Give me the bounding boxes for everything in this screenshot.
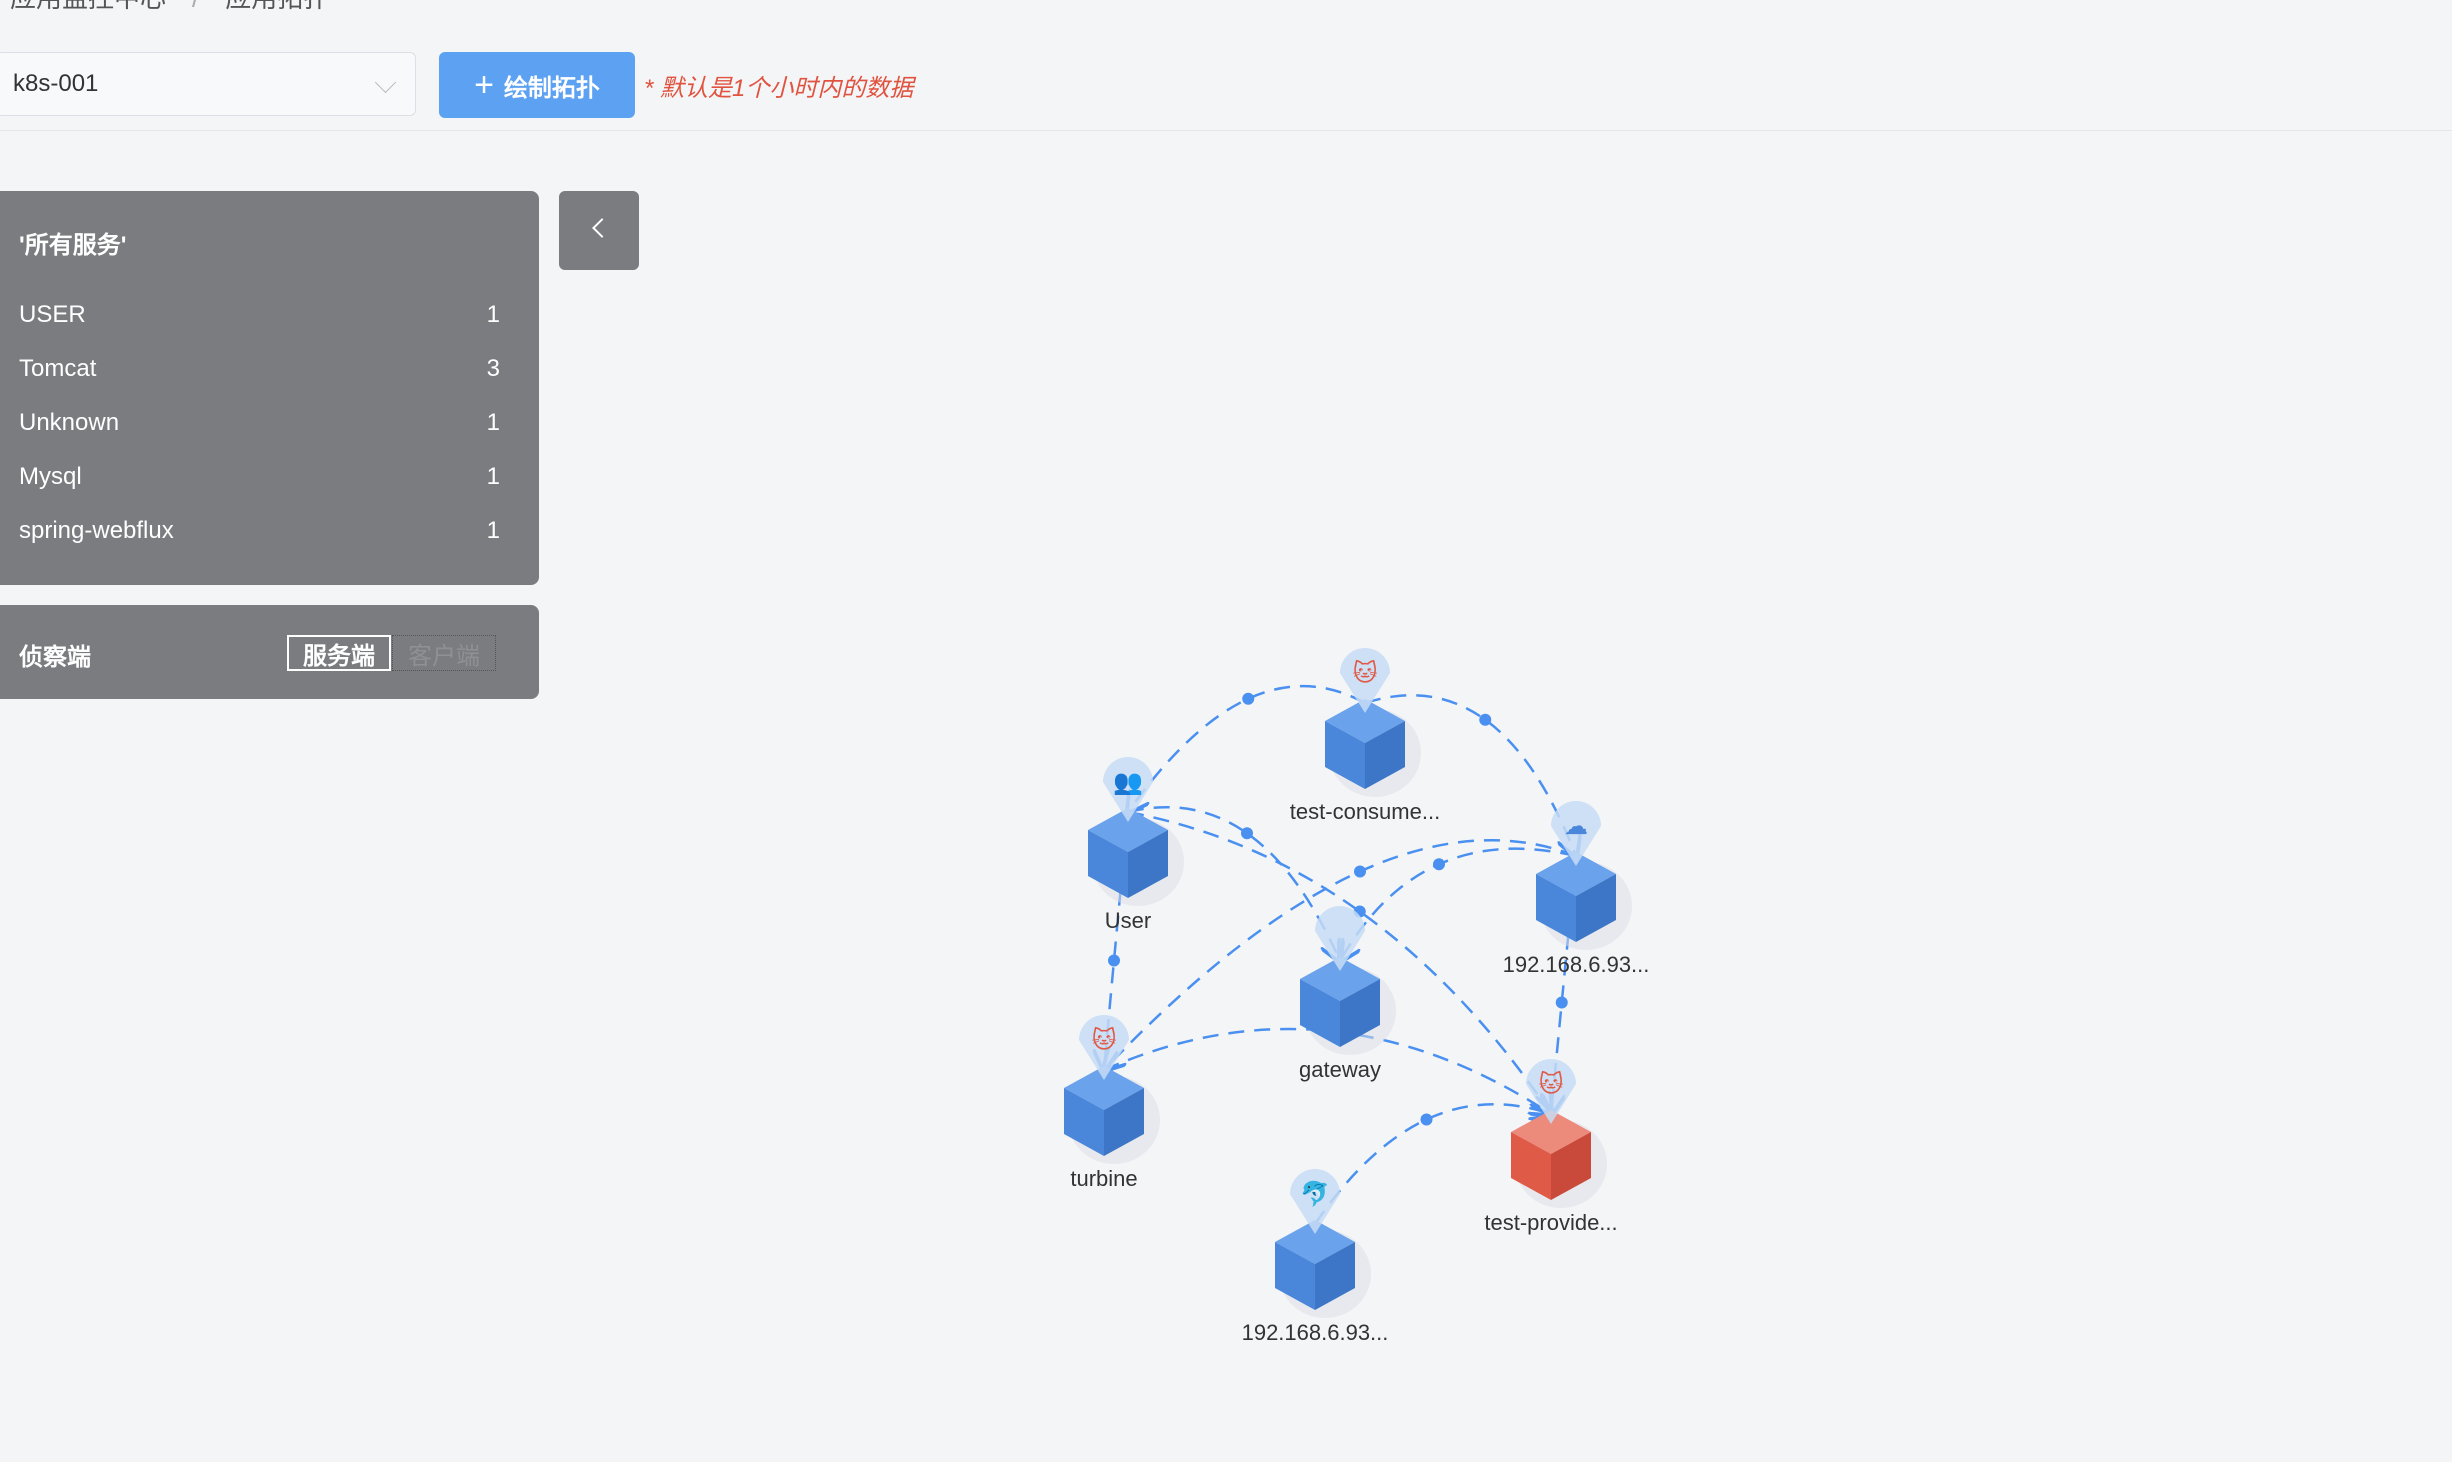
toggle-server[interactable]: 服务端: [287, 635, 391, 671]
cube-left: [1325, 721, 1365, 789]
cloud-icon: ☁: [1564, 813, 1588, 840]
breadcrumb-item-current: 应用拓扑: [225, 0, 329, 13]
users-icon: 👥: [1113, 769, 1143, 796]
service-count: 3: [486, 355, 500, 382]
node-label: 192.168.6.93...: [1242, 1320, 1389, 1345]
tomcat-icon: 🐱: [1091, 1026, 1116, 1054]
service-count: 1: [486, 301, 500, 328]
node-label: 192.168.6.93...: [1503, 952, 1650, 977]
node-user[interactable]: 👥 User: [1088, 757, 1184, 933]
service-row[interactable]: spring-webflux 1: [19, 511, 500, 551]
probe-panel: 侦察端 服务端 客户端: [0, 605, 539, 699]
draw-topology-button[interactable]: + 绘制拓扑: [439, 52, 635, 118]
breadcrumb-item[interactable]: 应用监控中心: [10, 0, 166, 13]
node-ip2[interactable]: 🐬 192.168.6.93...: [1242, 1169, 1389, 1345]
node-pin: [1290, 1169, 1340, 1234]
cube-right: [1128, 830, 1168, 898]
service-row[interactable]: USER 1: [19, 295, 500, 335]
edge-consumer-user[interactable]: [1128, 684, 1366, 812]
service-count: 1: [486, 463, 500, 490]
edge-midpoint: [1241, 827, 1253, 840]
service-name: spring-webflux: [19, 517, 174, 544]
node-pin: [1315, 906, 1365, 971]
node-pin: [1340, 648, 1390, 713]
edge-midpoint: [1555, 996, 1568, 1009]
cube-right: [1365, 721, 1405, 789]
cube-left: [1275, 1242, 1315, 1310]
cube-right: [1576, 874, 1616, 942]
node-label: test-provide...: [1484, 1210, 1617, 1235]
cube-right: [1104, 1088, 1144, 1156]
cube-right: [1551, 1132, 1591, 1200]
data-range-note: * 默认是1个小时内的数据: [644, 75, 914, 102]
service-name: Tomcat: [19, 355, 97, 382]
edge-turbine-provider[interactable]: [1103, 1027, 1551, 1114]
node-label: User: [1105, 908, 1151, 933]
node-pin: [1103, 757, 1153, 822]
cube-left: [1300, 979, 1340, 1047]
mysql-icon: 🐬: [1300, 1179, 1330, 1208]
collapse-panel-button[interactable]: [559, 191, 639, 270]
edge-midpoint: [1242, 692, 1255, 705]
service-row[interactable]: Tomcat 3: [19, 349, 500, 389]
cube-left: [1064, 1088, 1104, 1156]
node-pin: [1526, 1059, 1576, 1124]
edge-user-gateway[interactable]: [1127, 806, 1340, 961]
service-count: 1: [486, 517, 500, 544]
edge-midpoint: [1354, 865, 1366, 878]
node-gateway[interactable]: gateway: [1299, 906, 1396, 1082]
node-consumer[interactable]: 🐱 test-consume...: [1290, 648, 1440, 824]
divider: [0, 130, 2452, 131]
service-row[interactable]: Unknown 1: [19, 403, 500, 443]
node-provider[interactable]: 🐱 test-provide...: [1484, 1059, 1618, 1235]
node-label: turbine: [1070, 1166, 1137, 1191]
node-label: gateway: [1299, 1057, 1381, 1082]
service-count: 1: [486, 409, 500, 436]
tomcat-icon: 🐱: [1538, 1070, 1563, 1098]
cube-left: [1511, 1132, 1551, 1200]
node-pin: [1079, 1015, 1129, 1080]
node-turbine[interactable]: 🐱 turbine: [1064, 1015, 1160, 1191]
edge-midpoint: [1479, 713, 1492, 726]
service-name: Unknown: [19, 409, 120, 436]
service-name: USER: [19, 301, 86, 328]
node-pin: [1551, 801, 1601, 866]
cube-left: [1088, 830, 1128, 898]
edge-ip2-provider[interactable]: [1313, 1104, 1551, 1225]
edge-consumer-ip1[interactable]: [1364, 694, 1576, 856]
services-panel-title: '所有服务': [19, 232, 127, 259]
toggle-client[interactable]: 客户端: [392, 635, 496, 671]
cube-right: [1340, 979, 1380, 1047]
edge-user-provider[interactable]: [1127, 810, 1551, 1114]
tomcat-icon: 🐱: [1352, 659, 1377, 687]
breadcrumb-separator: /: [192, 0, 199, 13]
service-name: Mysql: [19, 463, 82, 490]
node-label: test-consume...: [1290, 799, 1440, 824]
edge-midpoint: [1108, 954, 1120, 967]
cube-left: [1536, 874, 1576, 942]
cluster-select-value: k8s-001: [13, 70, 99, 97]
draw-topology-label: 绘制拓扑: [503, 74, 600, 102]
node-ip1[interactable]: ☁ 192.168.6.93...: [1503, 801, 1650, 977]
service-row[interactable]: Mysql 1: [19, 457, 500, 497]
cluster-select[interactable]: k8s-001: [0, 52, 416, 116]
breadcrumb: 应用监控中心 / 应用拓扑: [10, 0, 329, 15]
plus-icon: +: [474, 66, 494, 104]
edge-midpoint: [1420, 1113, 1433, 1126]
edge-midpoint: [1433, 858, 1445, 871]
cube-right: [1315, 1242, 1355, 1310]
probe-label: 侦察端: [19, 644, 91, 671]
